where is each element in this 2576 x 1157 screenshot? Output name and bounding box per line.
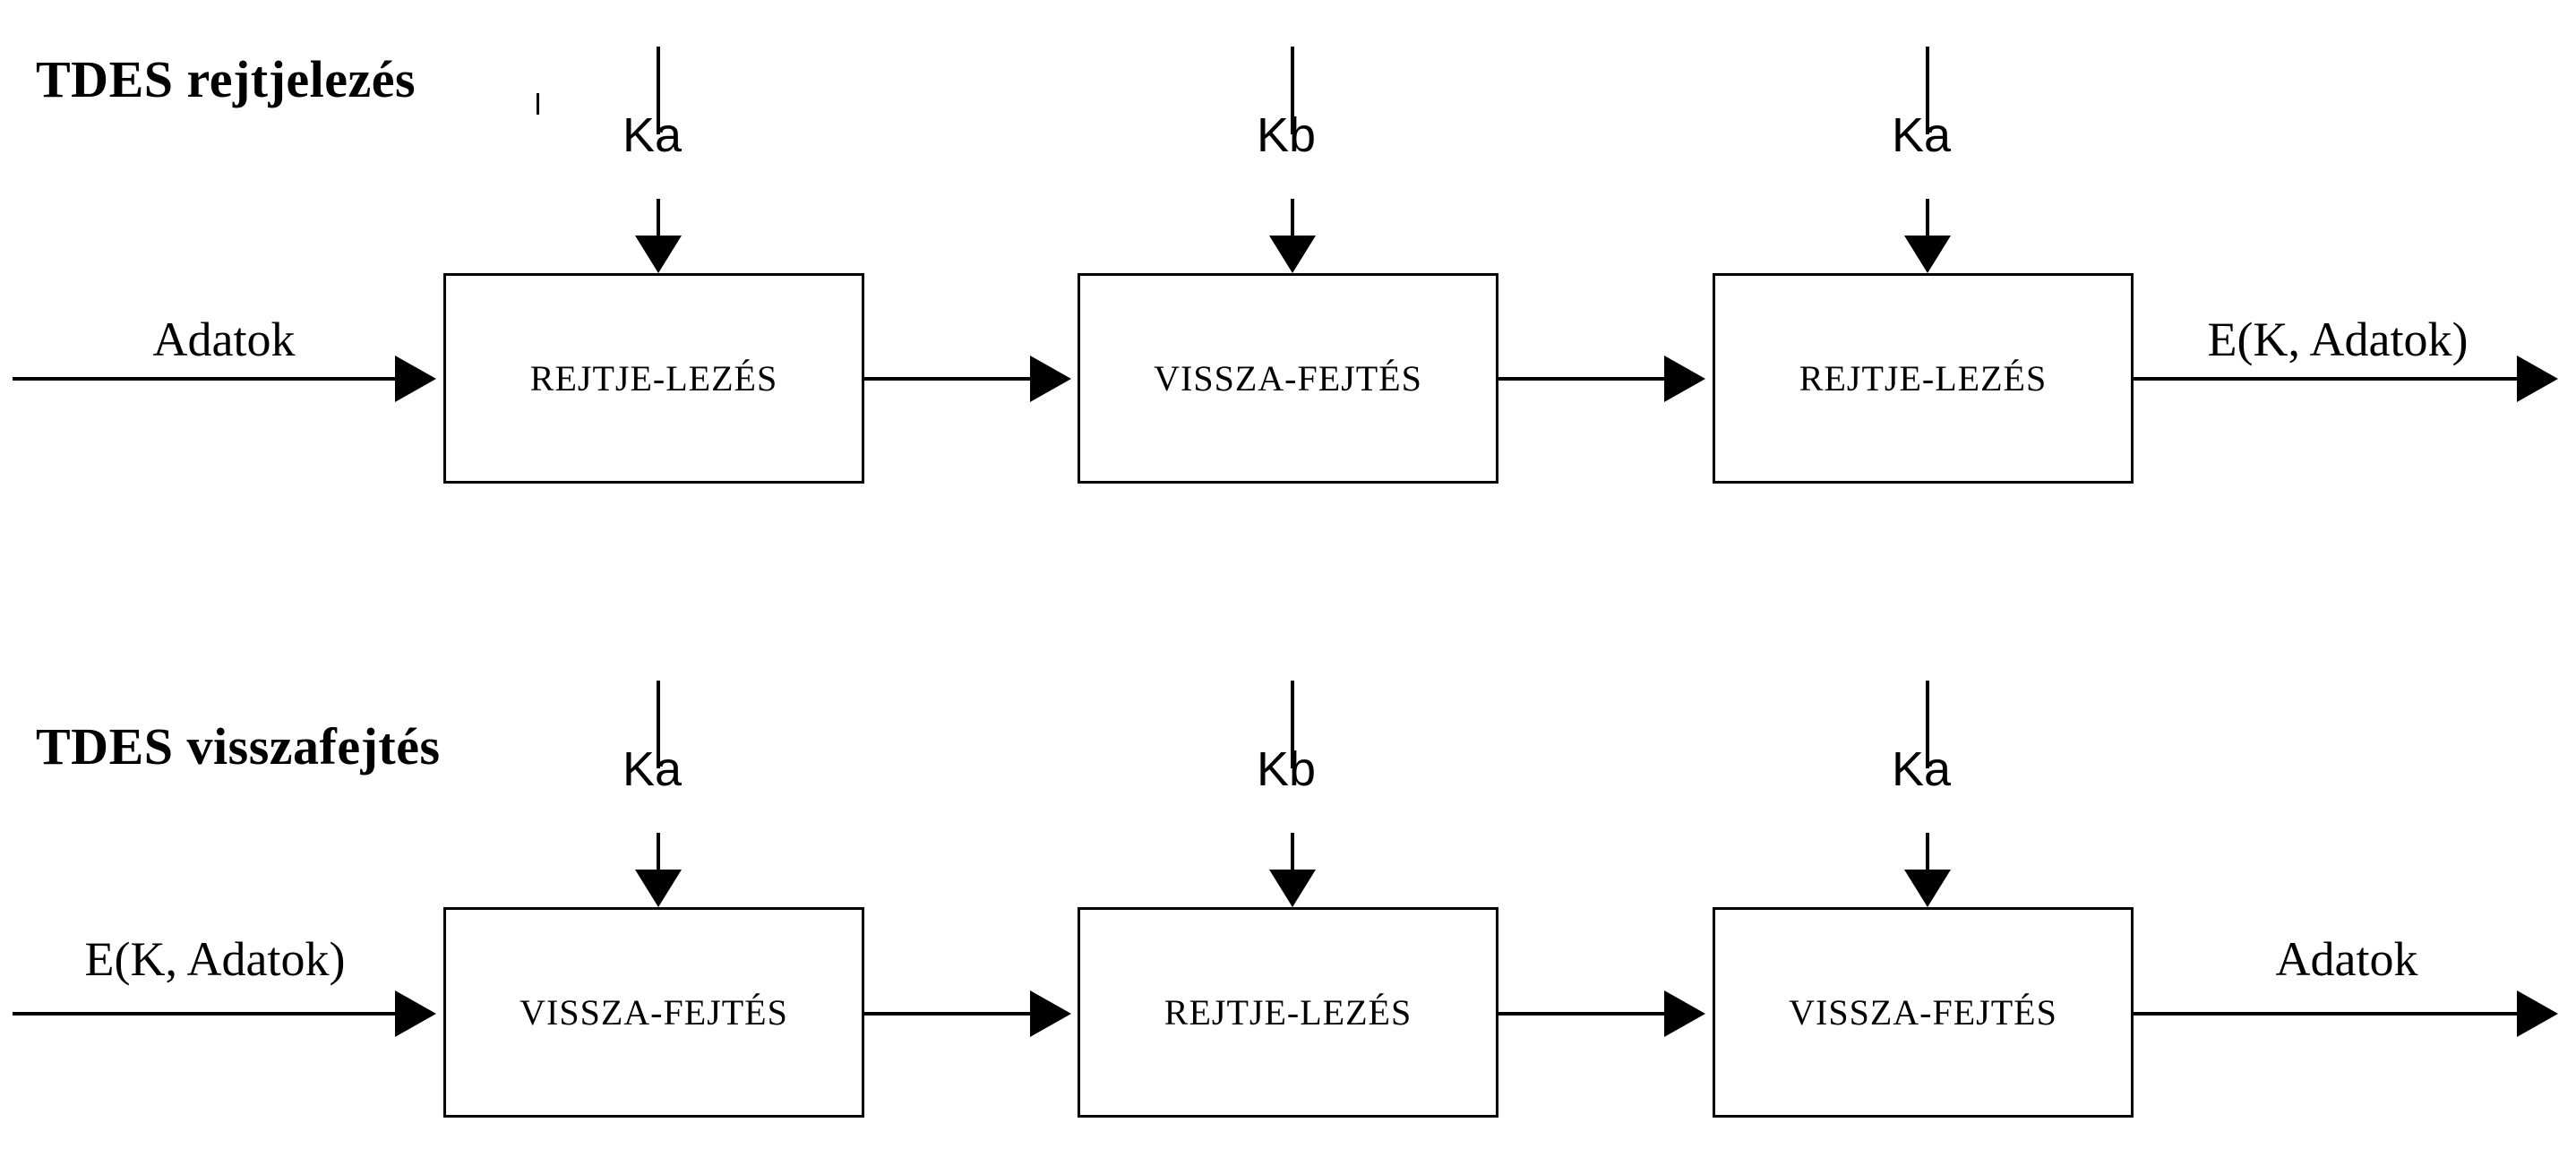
key-arrow-dec-3 — [1904, 870, 1951, 907]
key-label-dec-3: Ka — [1892, 742, 1952, 796]
key-label-dec-2: Kb — [1257, 742, 1317, 796]
input-arrow-decryption — [395, 990, 436, 1037]
process-box-dec-2-label: REJTJE-LEZÉS — [1163, 992, 1413, 1033]
output-line-encryption — [2134, 377, 2519, 381]
connector-line-dec-1-2 — [864, 1012, 1035, 1016]
process-box-enc-3: REJTJE-LEZÉS — [1713, 273, 2134, 484]
key-label-dec-1: Ka — [623, 742, 683, 796]
key-label-enc-3: Ka — [1892, 108, 1952, 162]
key-line-enc-1-lower — [657, 199, 660, 244]
encryption-section-title: TDES rejtjelezés — [36, 50, 416, 108]
process-box-dec-1-label: VISSZA-FEJTÉS — [519, 992, 788, 1033]
input-line-encryption — [13, 377, 398, 381]
output-label-decryption: Adatok — [2275, 932, 2418, 986]
input-arrow-encryption — [395, 356, 436, 402]
process-box-dec-3: VISSZA-FEJTÉS — [1713, 907, 2134, 1118]
connector-line-enc-2-3 — [1498, 377, 1669, 381]
connector-arrow-enc-1-2 — [1030, 356, 1071, 402]
output-line-decryption — [2134, 1012, 2519, 1016]
connector-arrow-enc-2-3 — [1664, 356, 1705, 402]
process-box-dec-2: REJTJE-LEZÉS — [1078, 907, 1498, 1118]
output-arrow-encryption — [2517, 356, 2558, 402]
output-arrow-decryption — [2517, 990, 2558, 1037]
key-line-enc-2-lower — [1291, 199, 1294, 244]
process-box-dec-3-label: VISSZA-FEJTÉS — [1789, 992, 2057, 1033]
input-line-decryption — [13, 1012, 398, 1016]
input-label-decryption: E(K, Adatok) — [84, 932, 346, 986]
key-line-enc-3-upper — [1926, 47, 1929, 134]
output-label-encryption: E(K, Adatok) — [2207, 313, 2469, 366]
process-box-enc-3-label: REJTJE-LEZÉS — [1799, 358, 2048, 399]
key-line-enc-2-upper — [1291, 47, 1294, 134]
process-box-dec-1: VISSZA-FEJTÉS — [443, 907, 864, 1118]
key-arrow-dec-1 — [635, 870, 682, 907]
title-tick-mark — [537, 93, 539, 115]
key-arrow-enc-1 — [635, 236, 682, 273]
key-label-enc-2: Kb — [1257, 108, 1317, 162]
key-line-dec-3-upper — [1926, 681, 1929, 768]
process-box-enc-2-label: VISSZA-FEJTÉS — [1154, 358, 1422, 399]
connector-line-dec-2-3 — [1498, 1012, 1669, 1016]
key-arrow-enc-3 — [1904, 236, 1951, 273]
process-box-enc-1: REJTJE-LEZÉS — [443, 273, 864, 484]
key-line-enc-3-lower — [1926, 199, 1929, 244]
key-line-dec-1-lower — [657, 833, 660, 878]
key-line-dec-2-upper — [1291, 681, 1294, 768]
connector-arrow-dec-2-3 — [1664, 990, 1705, 1037]
connector-arrow-dec-1-2 — [1030, 990, 1071, 1037]
key-line-enc-1-upper — [657, 47, 660, 134]
process-box-enc-1-label: REJTJE-LEZÉS — [529, 358, 778, 399]
key-line-dec-2-lower — [1291, 833, 1294, 878]
input-label-encryption: Adatok — [152, 313, 296, 366]
key-arrow-enc-2 — [1269, 236, 1316, 273]
key-line-dec-3-lower — [1926, 833, 1929, 878]
key-line-dec-1-upper — [657, 681, 660, 768]
decryption-section-title: TDES visszafejtés — [36, 717, 441, 776]
key-label-enc-1: Ka — [623, 108, 683, 162]
key-arrow-dec-2 — [1269, 870, 1316, 907]
connector-line-enc-1-2 — [864, 377, 1035, 381]
process-box-enc-2: VISSZA-FEJTÉS — [1078, 273, 1498, 484]
